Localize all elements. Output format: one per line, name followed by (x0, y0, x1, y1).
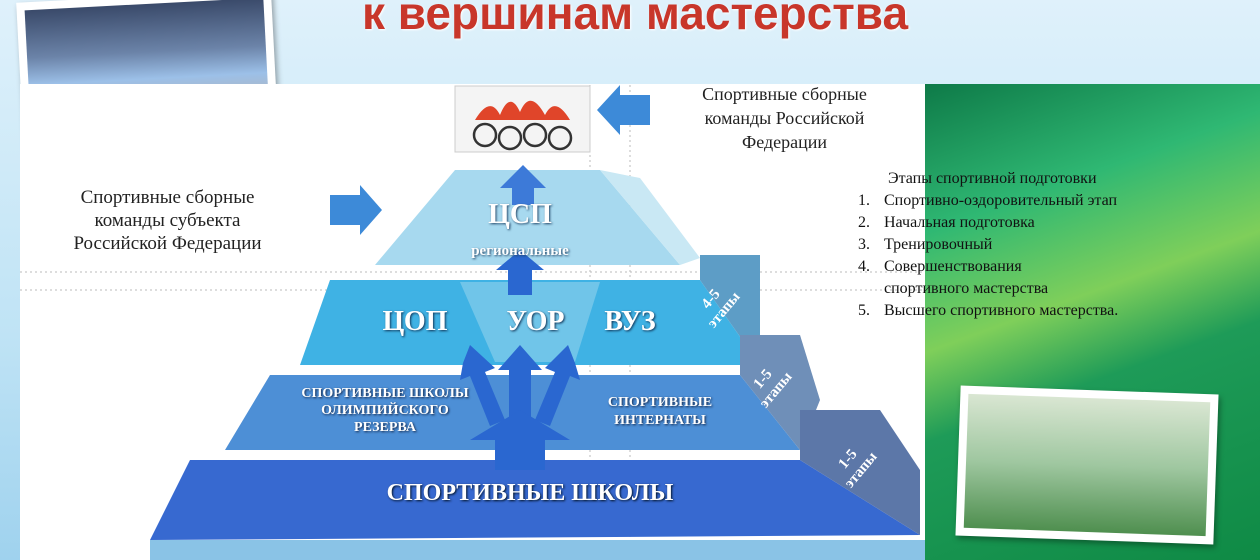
stage-number: 2. (858, 214, 870, 231)
arrow-up-base (470, 410, 570, 470)
stage-number (838, 278, 884, 300)
flame-icon (475, 100, 570, 120)
tier3-left-line: РЕЗЕРВА (354, 420, 416, 435)
stage-number: 4. (858, 258, 870, 275)
tier1-title: ЦСП (488, 199, 552, 230)
arrow-up-mid (496, 250, 544, 295)
stage-item: 5. Высшего спортивного мастерства. (838, 300, 1118, 322)
tier3-right-line: СПОРТИВНЫЕ (607, 395, 713, 410)
arrow-up-right (535, 345, 580, 426)
stage-number: 3. (858, 236, 870, 253)
stage-text: Высшего спортивного мастерства. (884, 302, 1119, 319)
arrow-up-top (500, 165, 546, 205)
right-label-line: Федерации (741, 132, 827, 152)
arrow-left-icon (597, 85, 650, 135)
tier3-right-label: СПОРТИВНЫЕ ИНТЕРНАТЫ (580, 394, 740, 430)
stage-item: спортивного мастерства (838, 278, 1118, 300)
stage-text: Начальная подготовка (884, 214, 1035, 231)
tier4-block (150, 460, 920, 540)
left-label-line: Спортивные сборные (80, 187, 255, 208)
stage-text: Тренировочный (884, 236, 993, 253)
stage-item: 4. Совершенствования (838, 256, 1118, 278)
right-label-line: команды Российской (704, 108, 865, 128)
right-label-line: Спортивные сборные (702, 84, 867, 104)
arrow-right-icon (330, 185, 382, 235)
tier3-left-line: ОЛИМПИЙСКОГО (321, 403, 449, 418)
tier3-left-label: СПОРТИВНЫЕ ШКОЛЫ ОЛИМПИЙСКОГО РЕЗЕРВА (270, 385, 500, 436)
right-label: Спортивные сборные команды Российской Фе… (652, 82, 917, 154)
arrow-up-left (460, 345, 505, 426)
tier4-label: СПОРТИВНЫЕ ШКОЛЫ (386, 480, 674, 506)
arrow-up-center (498, 345, 542, 420)
left-label-line: команды субъекта (94, 210, 241, 231)
stage-number: 1. (858, 192, 870, 209)
slide-title: к вершинам мастерства (361, 0, 909, 39)
stage-item: 1. Спортивно-оздоровительный этап (838, 190, 1118, 212)
left-label-line: Российской Федерации (73, 233, 262, 254)
stages-heading: Этапы спортивной подготовки (888, 170, 1097, 187)
tier3-right-line: ИНТЕРНАТЫ (614, 413, 706, 428)
tier1-subtitle: региональные (471, 243, 569, 259)
stage-text: Совершенствования (884, 258, 1022, 275)
stage-number: 5. (858, 302, 870, 319)
olympic-rings-icon (472, 122, 573, 151)
tier2-cop: ЦОП (382, 306, 448, 337)
stage-item: 2. Начальная подготовка (838, 212, 1118, 234)
tier3-left-line: СПОРТИВНЫЕ ШКОЛЫ (301, 386, 469, 401)
tier2-uor: УОР (506, 306, 565, 337)
left-label: Спортивные сборные команды субъекта Росс… (30, 186, 305, 255)
stage-text: спортивного мастерства (884, 280, 1049, 297)
stage-text: Спортивно-оздоровительный этап (884, 192, 1118, 209)
stage-item: 3. Тренировочный (838, 234, 1118, 256)
tier2-vuz: ВУЗ (604, 306, 656, 337)
tier1-block (375, 170, 680, 265)
stages-list: Этапы спортивной подготовки 1. Спортивно-… (838, 168, 1118, 322)
